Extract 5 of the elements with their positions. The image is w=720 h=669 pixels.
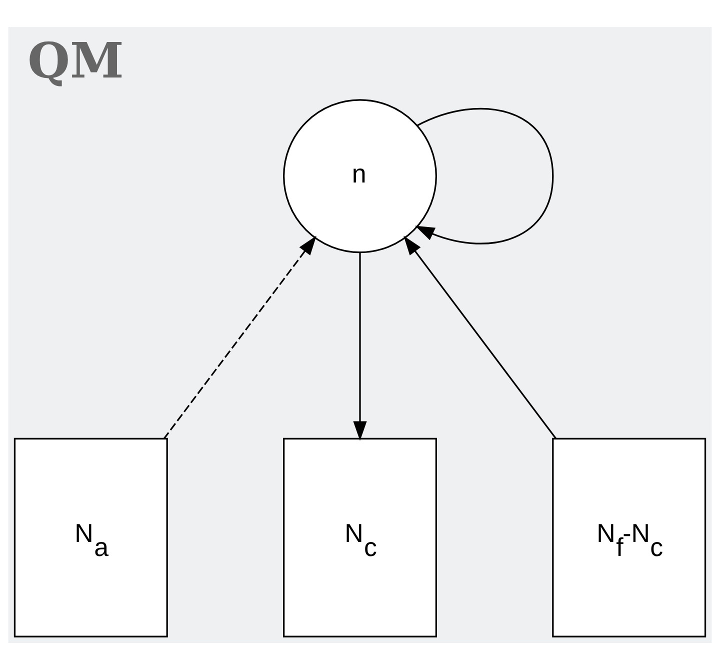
arrow: [163, 235, 316, 439]
diagram-title: QM: [28, 32, 124, 89]
arrow: [404, 235, 557, 439]
arrow: [415, 107, 554, 244]
arrow: [353, 252, 367, 440]
